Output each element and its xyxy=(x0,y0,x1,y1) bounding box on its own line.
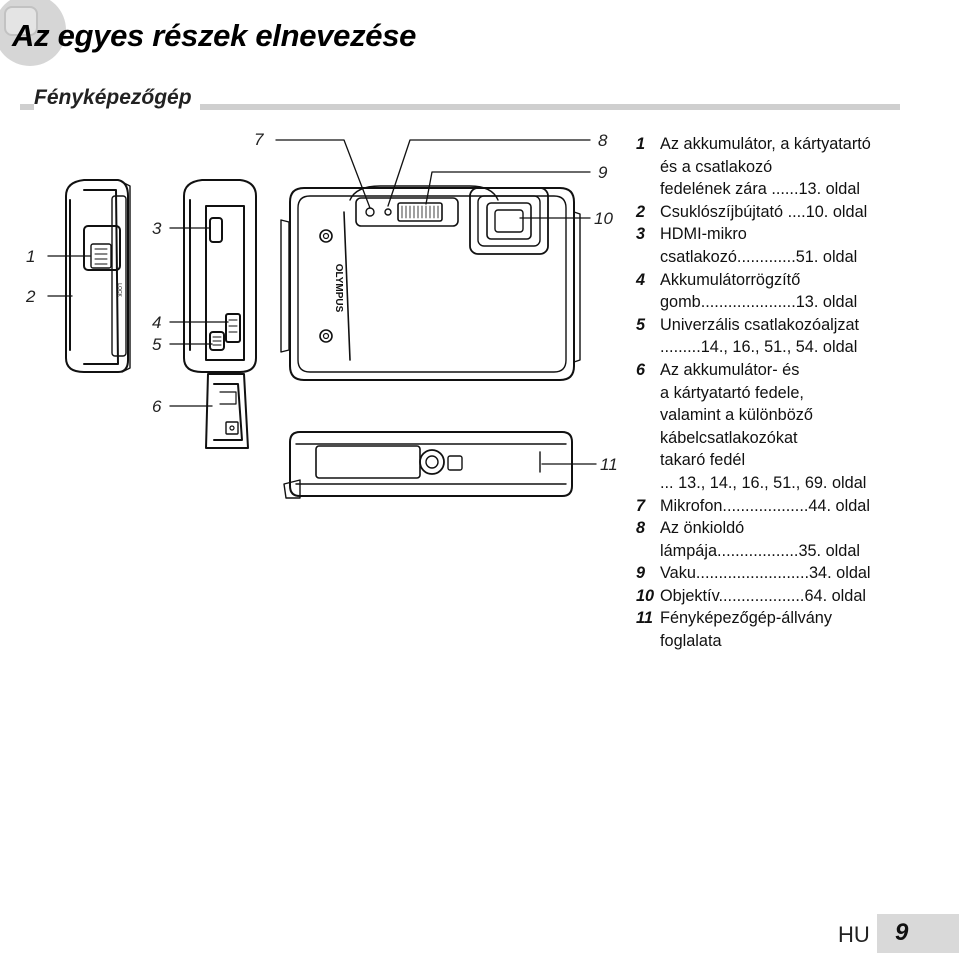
legend-number: 8 xyxy=(636,519,646,538)
legend-line: foglalata xyxy=(660,632,722,651)
legend-item: 5 Univerzális csatlakozóaljzat .........14… xyxy=(636,314,936,359)
legend-number: 11 xyxy=(636,609,653,628)
legend-line: Az akkumulátor- és xyxy=(660,360,800,379)
section-divider xyxy=(20,104,900,110)
legend-line: Objektív...................64. oldal xyxy=(660,586,867,605)
legend-text: Akkumulátorrögzítő gomb..................… xyxy=(660,269,936,314)
legend-text: Az akkumulátor- és a kártyatartó fedele, v… xyxy=(660,359,936,495)
legend-item: 7 Mikrofon...................44. oldal xyxy=(636,495,936,518)
callout-6: 6 xyxy=(152,397,162,416)
legend-line: kábelcsatlakozókat xyxy=(660,428,798,447)
legend-text: HDMI-mikro csatlakozó.............51. old… xyxy=(660,223,936,268)
page-title: Az egyes részek elnevezése xyxy=(12,18,417,53)
legend-item: 9 Vaku.........................34. oldal xyxy=(636,562,936,585)
legend-number: 4 xyxy=(636,270,646,289)
legend-text: Fényképezőgép-állvány foglalata xyxy=(660,607,936,652)
callout-4: 4 xyxy=(152,313,162,332)
page-number: 9 xyxy=(895,919,909,946)
legend-item: 6 Az akkumulátor- és a kártyatartó fedele,… xyxy=(636,359,936,495)
legend-item: 2 Csuklószíjbújtató ....10. oldal xyxy=(636,201,936,224)
callout-3: 3 xyxy=(152,219,162,238)
legend-text: Univerzális csatlakozóaljzat .........14.… xyxy=(660,314,936,359)
callout-8: 8 xyxy=(598,131,608,150)
brand-logo: OLYMPUS xyxy=(333,264,344,313)
legend-number: 1 xyxy=(636,135,646,153)
legend-number: 2 xyxy=(636,202,646,221)
callout-7: 7 xyxy=(254,130,264,149)
legend-text: Az önkioldó lámpája..................35. … xyxy=(660,517,936,562)
legend-line: a kártyatartó fedele, xyxy=(660,383,804,402)
callout-leader-lines xyxy=(47,139,597,465)
footer-page-tab xyxy=(877,914,959,953)
corner-logo-mark xyxy=(4,6,38,36)
legend-line: Univerzális csatlakozóaljzat xyxy=(660,315,860,334)
legend-item: 11 Fényképezőgép-állvány foglalata xyxy=(636,607,936,652)
legend-item: 10 Objektív...................64. oldal xyxy=(636,585,936,608)
camera-bottom-view xyxy=(283,431,573,499)
legend-line: és a csatlakozó xyxy=(660,157,773,176)
callout-11: 11 xyxy=(600,455,618,474)
legend-item: 1 Az akkumulátor, a kártyatartó és a csatl… xyxy=(636,133,936,201)
legend-line: Akkumulátorrögzítő xyxy=(660,270,801,289)
legend-line: Fényképezőgép-állvány xyxy=(660,609,832,628)
legend-line: Csuklószíjbújtató ....10. oldal xyxy=(660,202,868,221)
callout-9: 9 xyxy=(598,163,608,182)
callout-10: 10 xyxy=(594,209,613,228)
legend-text: Mikrofon...................44. oldal xyxy=(660,495,936,518)
legend-item: 4 Akkumulátorrögzítő gomb.................… xyxy=(636,269,936,314)
parts-legend: 1 Az akkumulátor, a kártyatartó és a csatl… xyxy=(636,133,936,653)
callout-2: 2 xyxy=(26,287,36,306)
camera-side-view-open xyxy=(183,179,257,449)
legend-item: 3 HDMI-mikro csatlakozó.............51. ol… xyxy=(636,223,936,268)
legend-number: 9 xyxy=(636,564,646,583)
legend-line: Az önkioldó xyxy=(660,519,745,538)
camera-side-view-closed xyxy=(65,179,131,373)
legend-item: 8 Az önkioldó lámpája..................35.… xyxy=(636,517,936,562)
legend-text: Vaku.........................34. oldal xyxy=(660,562,936,585)
legend-number: 6 xyxy=(636,360,646,379)
legend-line: takaró fedél xyxy=(660,451,746,470)
legend-line: HDMI-mikro xyxy=(660,225,747,244)
camera-diagram: OLYMPUS LOCK xyxy=(47,139,597,499)
footer-language: HU xyxy=(838,922,870,947)
legend-line: Vaku.........................34. oldal xyxy=(660,564,871,583)
callout-1: 1 xyxy=(26,247,36,266)
section-title: Fényképezőgép xyxy=(34,86,200,110)
legend-text: Csuklószíjbújtató ....10. oldal xyxy=(660,201,936,224)
legend-number: 10 xyxy=(636,586,655,605)
legend-line: ... 13., 14., 16., 51., 69. oldal xyxy=(660,473,867,492)
legend-text: Objektív...................64. oldal xyxy=(660,585,936,608)
legend-text: Az akkumulátor, a kártyatartó és a csatla… xyxy=(660,133,936,201)
legend-line: fedelének zára ......13. oldal xyxy=(660,180,861,199)
legend-number: 5 xyxy=(636,315,646,334)
legend-line: Mikrofon...................44. oldal xyxy=(660,496,870,515)
legend-line: .........14., 16., 51., 54. oldal xyxy=(660,338,858,357)
legend-line: csatlakozó.............51. oldal xyxy=(660,247,858,266)
legend-line: valamint a különböző xyxy=(660,406,813,425)
legend-number: 3 xyxy=(636,225,646,244)
callout-5: 5 xyxy=(152,335,162,354)
legend-line: gomb.....................13. oldal xyxy=(660,293,858,312)
lock-label: LOCK xyxy=(116,283,122,297)
legend-line: Az akkumulátor, a kártyatartó xyxy=(660,135,871,153)
legend-line: lámpája..................35. oldal xyxy=(660,541,860,560)
legend-number: 7 xyxy=(636,496,646,515)
camera-front-view xyxy=(280,185,581,381)
